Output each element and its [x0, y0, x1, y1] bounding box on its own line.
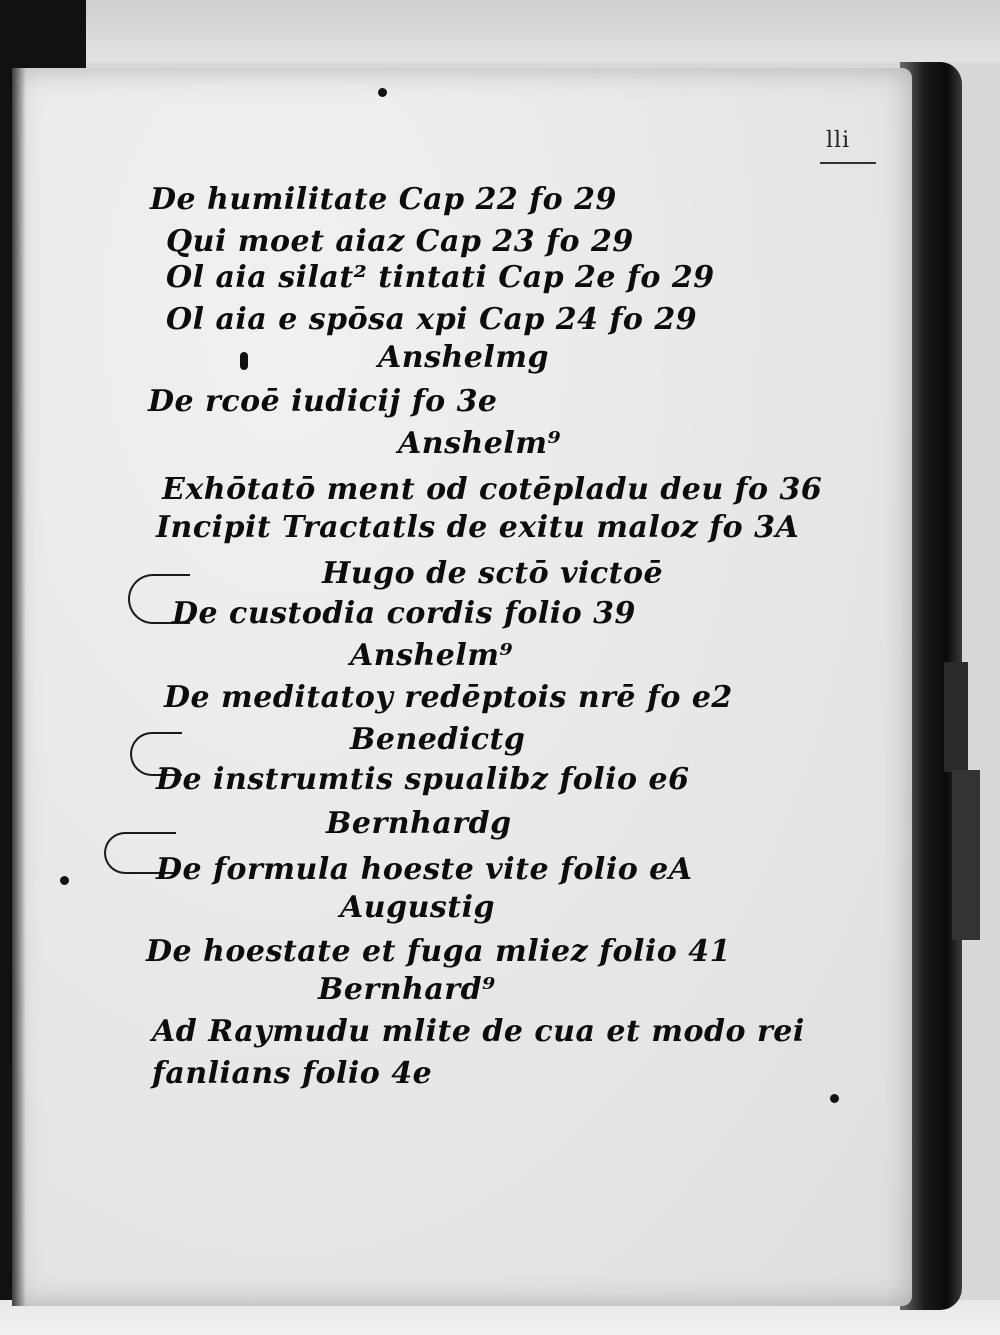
index-entry: De custodia cordis folio 39	[172, 596, 636, 631]
index-entry: Ol aia silat² tintati Cap 2e fo 29	[166, 260, 715, 295]
ink-dot	[240, 352, 248, 370]
index-entry: De instrumtis spualibz folio e6	[156, 762, 690, 797]
author-heading: Bernhard⁹	[318, 972, 496, 1007]
index-entry: Incipit Tractatls de exitu maloz fo 3A	[156, 510, 800, 545]
book-tab	[944, 662, 968, 772]
author-heading: Hugo de sctō victoē	[322, 556, 664, 591]
ink-dot	[60, 876, 69, 885]
manuscript-page	[12, 68, 912, 1306]
index-entry: Exhōtatō ment od cotēpladu deu fo 36	[162, 472, 823, 507]
author-heading: Anshelmg	[378, 340, 549, 375]
index-entry: Ol aia e spōsa xpi Cap 24 fo 29	[166, 302, 698, 337]
initial-flourish	[104, 832, 176, 874]
scan-background-top	[86, 0, 1000, 62]
index-entry: De hoestate et fuga mliez folio 41	[146, 934, 732, 969]
index-entry: De rcoē iudicij fo 3e	[148, 384, 498, 419]
author-heading: Bernhardg	[326, 806, 512, 841]
ink-dot	[830, 1094, 839, 1103]
ink-dot	[378, 88, 387, 97]
index-entry: fanlians folio 4e	[152, 1056, 433, 1091]
initial-flourish	[130, 732, 182, 776]
initial-flourish	[128, 574, 190, 624]
index-entry: Ad Raymudu mlite de cua et modo rei	[152, 1014, 805, 1049]
index-entry: De humilitate Cap 22 fo 29	[150, 182, 617, 217]
author-heading: Anshelm⁹	[350, 638, 514, 673]
book-tab	[952, 770, 980, 940]
author-heading: Benedictg	[350, 722, 526, 757]
folio-underline	[820, 162, 876, 164]
index-entry: De formula hoeste vite folio eA	[156, 852, 693, 887]
page-gutter-shadow	[12, 68, 26, 1306]
index-entry: Qui moet aiaz Cap 23 fo 29	[166, 224, 634, 259]
author-heading: Augustig	[340, 890, 495, 925]
folio-number: lli	[826, 128, 851, 153]
author-heading: Anshelm⁹	[398, 426, 562, 461]
index-entry: De meditatoy redēptois nrē fo e2	[164, 680, 733, 715]
